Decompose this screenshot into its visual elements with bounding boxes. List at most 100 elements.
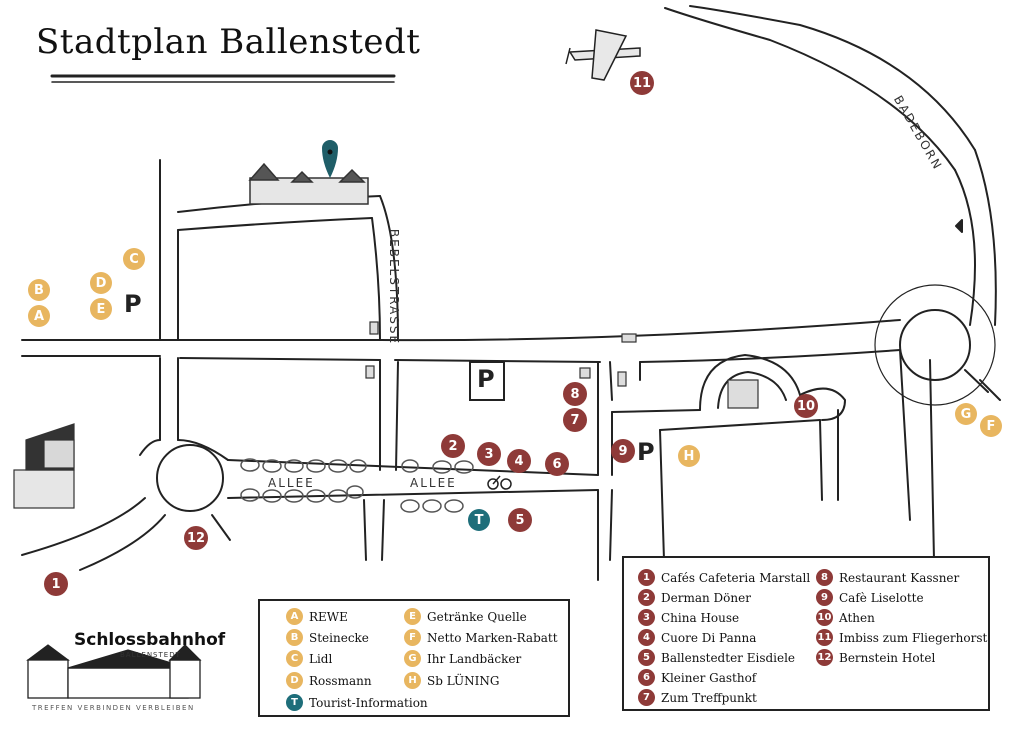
legend-label: China House: [661, 610, 740, 625]
map-marker-1[interactable]: 1: [44, 572, 68, 596]
legend-row: H Sb LÜNING: [404, 672, 499, 689]
legend-label: Ballenstedter Eisdiele: [661, 650, 796, 665]
street-label-allee-left: ALLEE: [268, 476, 315, 490]
roundabout-west: [156, 444, 224, 512]
map-marker-10[interactable]: 10: [794, 394, 818, 418]
legend-marker: 7: [638, 689, 655, 706]
legend-row: T Tourist-Information: [286, 694, 428, 711]
map-marker-f[interactable]: F: [980, 415, 1002, 437]
legend-label: Zum Treffpunkt: [661, 690, 757, 705]
legend-label: Athen: [839, 610, 875, 625]
map-marker-t[interactable]: T: [468, 509, 490, 531]
legend-label: Bernstein Hotel: [839, 650, 936, 665]
legend-label: Imbiss zum Fliegerhorst: [839, 630, 988, 645]
map-marker-2[interactable]: 2: [441, 434, 465, 458]
roundabout-east: [899, 309, 971, 381]
map-marker-4[interactable]: 4: [507, 449, 531, 473]
legend-row: E Getränke Quelle: [404, 608, 527, 625]
legend-label: Tourist-Information: [309, 695, 428, 710]
map-marker-6[interactable]: 6: [545, 452, 569, 476]
legend-row: 10 Athen: [816, 609, 875, 626]
legend-row: D Rossmann: [286, 672, 372, 689]
legend-row: 5 Ballenstedter Eisdiele: [638, 649, 795, 666]
legend-label: Cuore Di Panna: [661, 630, 757, 645]
legend-label: Cafés Cafeteria Marstall: [661, 570, 811, 585]
map-title: Stadtplan Ballenstedt: [36, 22, 421, 62]
legend-row: 2 Derman Döner: [638, 589, 751, 606]
legend-row: G Ihr Landbäcker: [404, 650, 521, 667]
legend-label: Kleiner Gasthof: [661, 670, 757, 685]
street-label-allee-right: ALLEE: [410, 476, 457, 490]
parking-icon: P: [637, 438, 655, 466]
bicycle-icon: [487, 475, 512, 490]
title-underline: [50, 74, 396, 83]
minor-buildings: [365, 321, 759, 409]
map-marker-12[interactable]: 12: [184, 526, 208, 550]
legend-marker: 8: [816, 569, 833, 586]
legend-row: A REWE: [286, 608, 348, 625]
map-marker-3[interactable]: 3: [477, 442, 501, 466]
airplane-icon: [565, 29, 641, 81]
map-marker-8[interactable]: 8: [563, 382, 587, 406]
legend-marker: 5: [638, 649, 655, 666]
street-label-bebelstrasse: BEBELSTRASSE: [387, 228, 402, 346]
legend-marker: T: [286, 694, 303, 711]
legend-row: F Netto Marken-Rabatt: [404, 629, 558, 646]
map-marker-9[interactable]: 9: [611, 439, 635, 463]
legend-marker: E: [404, 608, 421, 625]
map-marker-e[interactable]: E: [90, 298, 112, 320]
legend-label: Sb LÜNING: [427, 673, 500, 688]
legend-label: Rossmann: [309, 673, 372, 688]
legend-label: REWE: [309, 609, 348, 624]
legend-marker: 9: [816, 589, 833, 606]
legend-marker: A: [286, 608, 303, 625]
logo-name: Schlossbahnhof: [74, 630, 226, 650]
map-marker-h[interactable]: H: [678, 445, 700, 467]
location-pin-icon: [322, 140, 338, 178]
legend-marker: 3: [638, 609, 655, 626]
legend-marker: 6: [638, 669, 655, 686]
logo-subtitle: BALLENSTEDT: [120, 651, 181, 659]
legend-row: 4 Cuore Di Panna: [638, 629, 756, 646]
map-marker-c[interactable]: C: [123, 248, 145, 270]
legend-label: Ihr Landbäcker: [427, 651, 522, 666]
legend-marker: 11: [816, 629, 833, 646]
legend-label: Getränke Quelle: [427, 609, 527, 624]
legend-row: 1 Cafés Cafeteria Marstall: [638, 569, 810, 586]
logo-tagline: TREFFEN VERBINDEN VERBLEIBEN: [32, 704, 195, 712]
map-marker-g[interactable]: G: [955, 403, 977, 425]
legend-label: Restaurant Kassner: [839, 570, 960, 585]
legend-marker: C: [286, 650, 303, 667]
legend-marker: F: [404, 629, 421, 646]
bebelstrasse-road: [371, 217, 381, 341]
legend-marker: H: [404, 672, 421, 689]
legend-row: 8 Restaurant Kassner: [816, 569, 959, 586]
legend-row: 7 Zum Treffpunkt: [638, 689, 757, 706]
legend-row: 3 China House: [638, 609, 739, 626]
legend-row: 11 Imbiss zum Fliegerhorst: [816, 629, 987, 646]
station-building-illustration: [13, 423, 75, 509]
map-marker-7[interactable]: 7: [563, 408, 587, 432]
legend-label: Derman Döner: [661, 590, 751, 605]
legend-marker: G: [404, 650, 421, 667]
map-marker-b[interactable]: B: [28, 279, 50, 301]
legend-marker: 10: [816, 609, 833, 626]
legend-marker: D: [286, 672, 303, 689]
legend-marker: 1: [638, 569, 655, 586]
legend-marker: 2: [638, 589, 655, 606]
legend-label: Netto Marken-Rabatt: [427, 630, 558, 645]
map-marker-d[interactable]: D: [90, 272, 112, 294]
map-marker-11[interactable]: 11: [630, 71, 654, 95]
map-marker-a[interactable]: A: [28, 305, 50, 327]
map-marker-5[interactable]: 5: [508, 508, 532, 532]
main-road: [21, 319, 901, 342]
legend-marker: 4: [638, 629, 655, 646]
legend-marker: B: [286, 629, 303, 646]
logo-building-illustration: [26, 644, 202, 699]
parking-icon: P: [124, 290, 142, 318]
